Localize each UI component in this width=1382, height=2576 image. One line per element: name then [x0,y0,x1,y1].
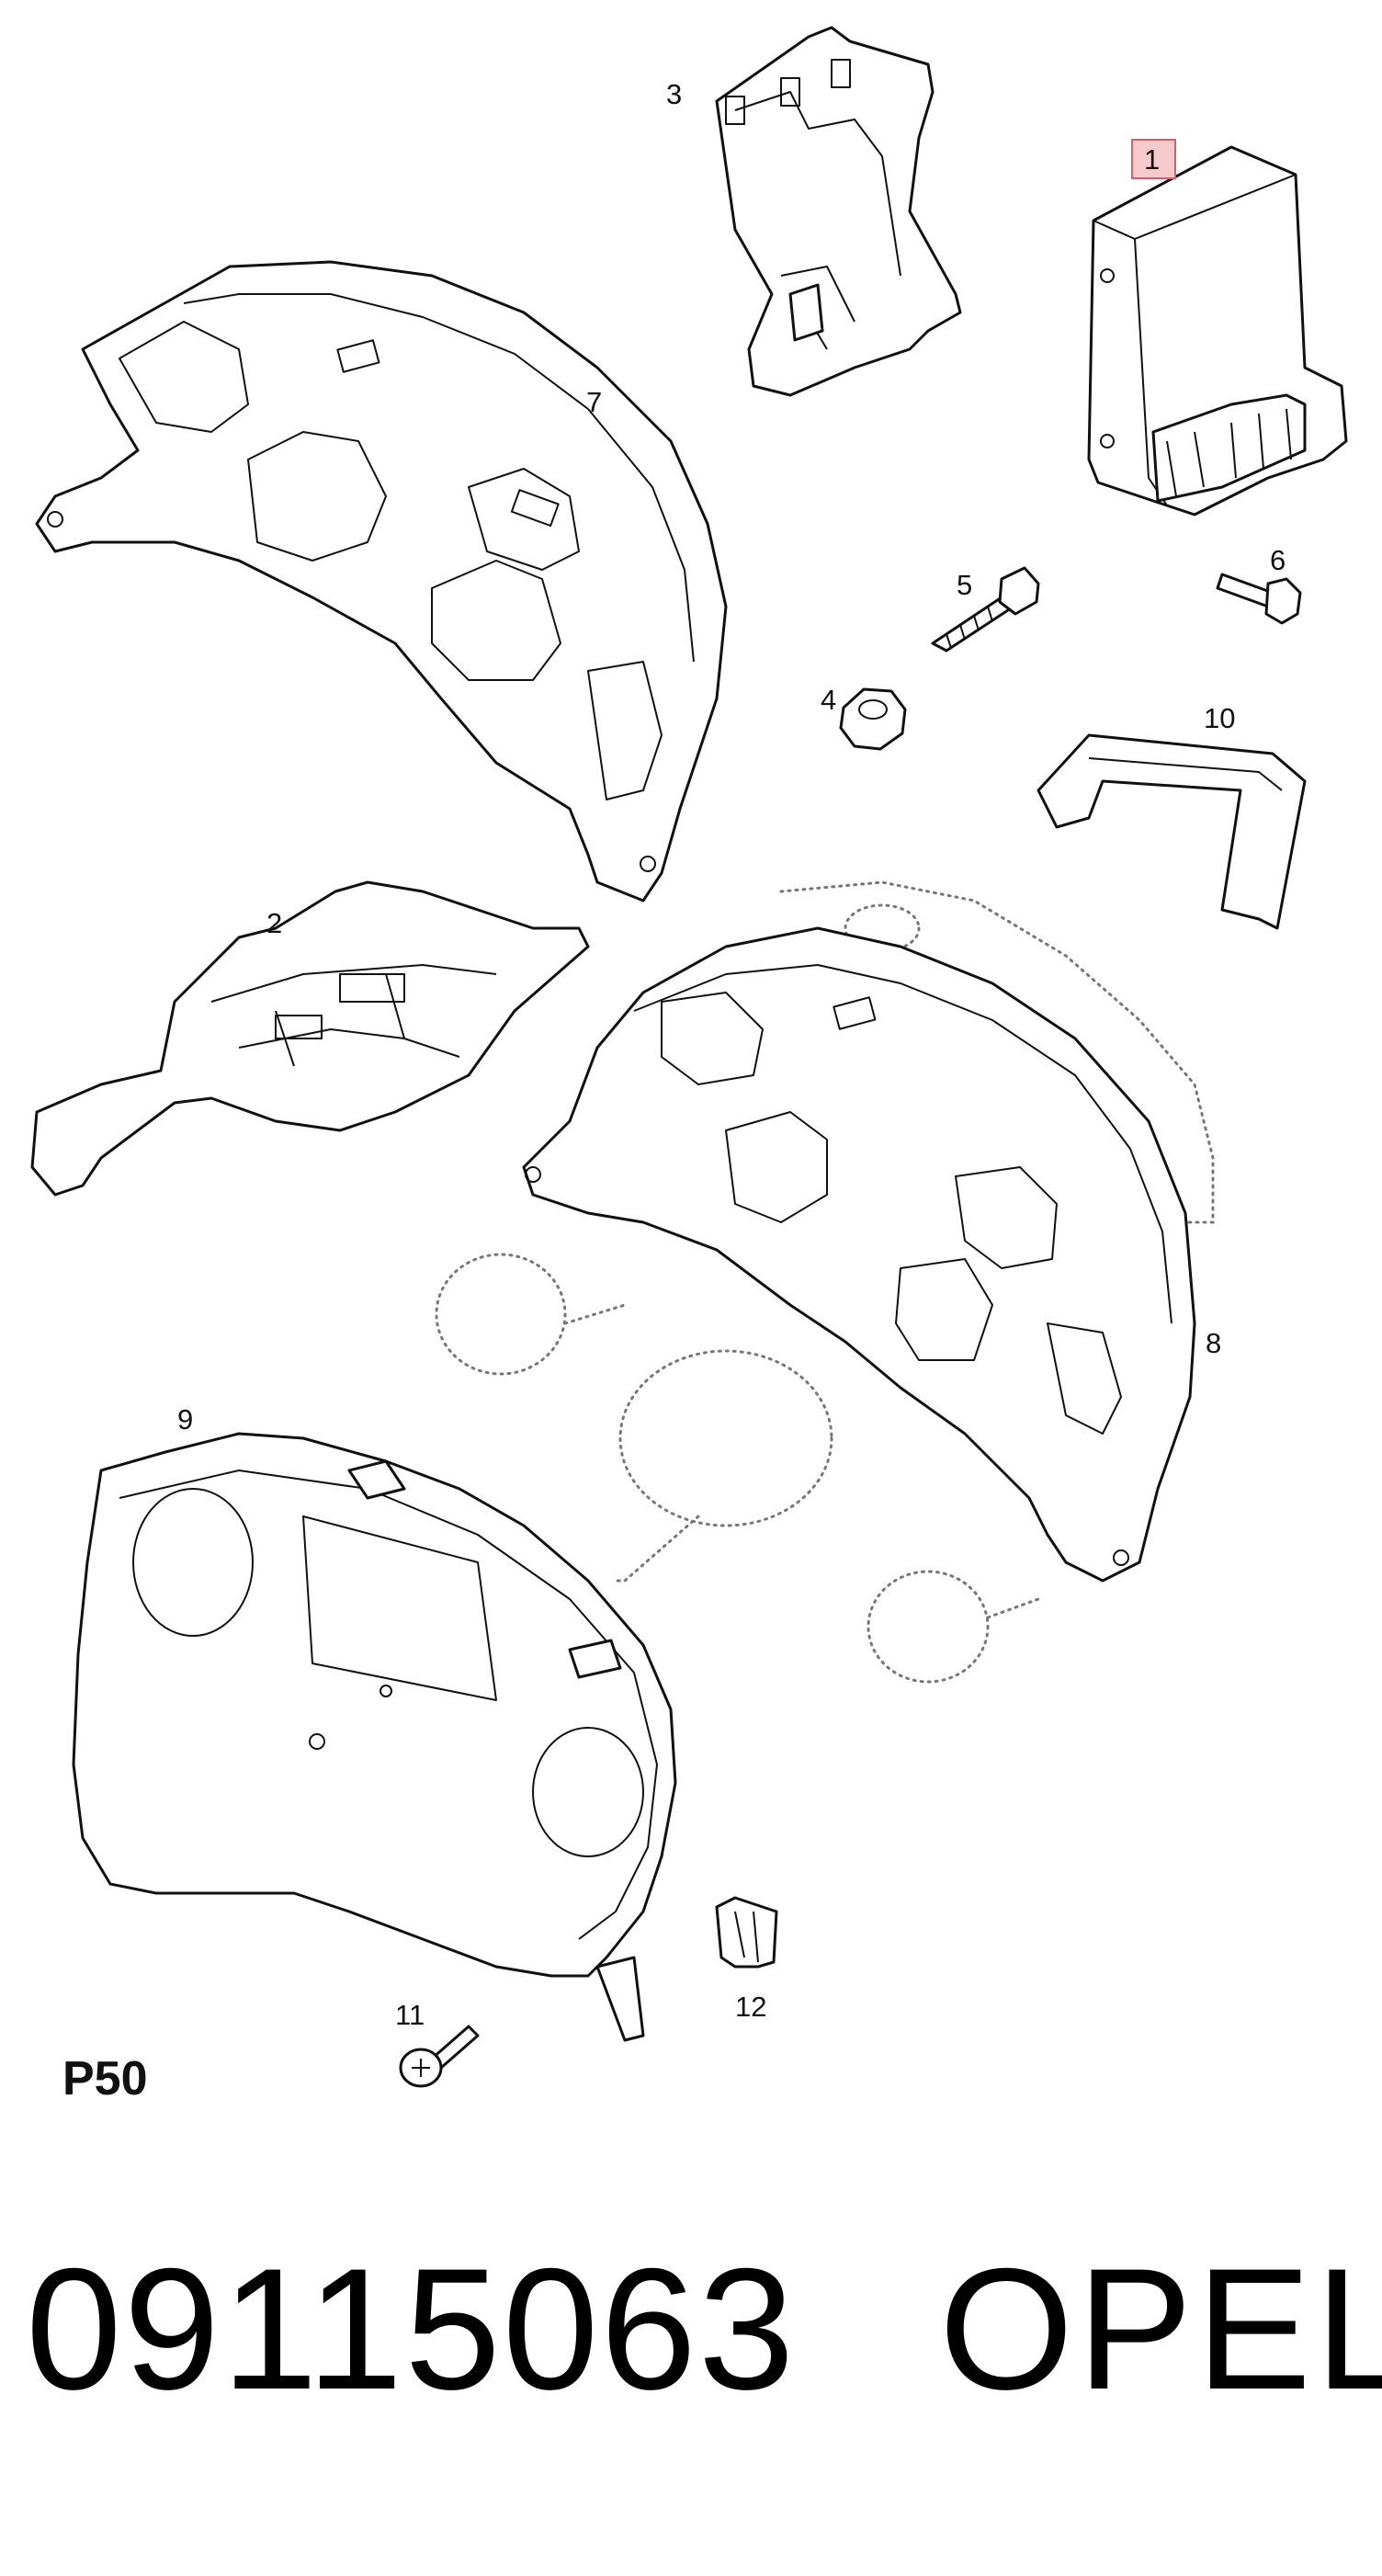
callout-7[interactable]: 7 [586,386,602,418]
part-9-bezel[interactable] [72,1432,677,2042]
part-number: 09115063 [26,2232,797,2425]
callout-4[interactable]: 4 [821,684,836,716]
part-10-clip[interactable] [1036,733,1307,930]
part-11-screw[interactable] [399,2025,480,2088]
callout-5[interactable]: 5 [957,569,972,601]
part-7-cluster-housing[interactable] [35,260,728,902]
callout-8[interactable]: 8 [1206,1327,1221,1359]
brand-name: OPEL [939,2232,1382,2425]
part-2-tray[interactable] [30,880,590,1197]
part-12-clip[interactable] [715,1896,778,1969]
dotted-gauges [435,1253,1040,1684]
part-4-nut[interactable] [839,687,907,751]
callout-3[interactable]: 3 [666,78,682,110]
part-5-screw[interactable] [931,566,1040,653]
callout-10[interactable]: 10 [1204,702,1235,734]
callout-6[interactable]: 6 [1270,544,1286,576]
callout-1-highlight [1131,139,1176,179]
callout-9[interactable]: 9 [177,1403,193,1436]
page-code: P50 [62,2052,148,2105]
callout-12[interactable]: 12 [735,1991,766,2023]
part-8-cluster-assembly[interactable] [522,926,1196,1583]
exploded-parts-diagram: 1 2 3 4 5 6 7 8 9 10 11 12 [30,26,1348,2088]
callout-1[interactable]: 1 [1144,143,1160,176]
callout-11[interactable]: 11 [395,1999,425,2031]
part-6-bolt[interactable] [1216,573,1302,625]
part-1-control-module[interactable] [1087,145,1348,516]
part-3-bracket[interactable] [715,26,962,397]
callout-2[interactable]: 2 [266,907,282,939]
